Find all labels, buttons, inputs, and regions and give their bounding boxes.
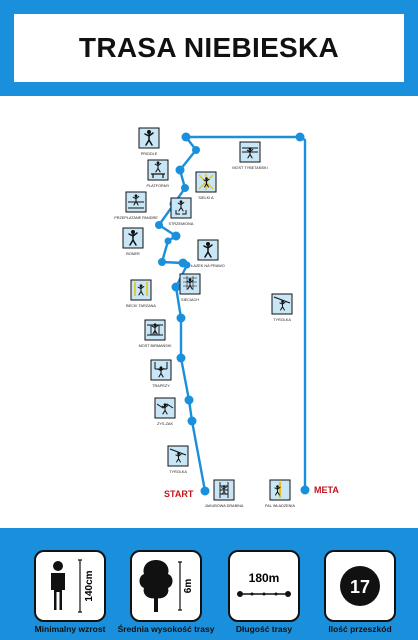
obstacle-label: MOST TYBETAŃSKI	[232, 166, 267, 170]
title-box: TRASA NIEBIESKA	[14, 14, 404, 82]
obstacle-tile: ŁAZEK NA PRAWO	[191, 239, 225, 268]
stat-value: 17	[350, 577, 370, 597]
obstacle-tile: PLATFORMY	[147, 159, 170, 188]
stat-card-height: 140cm	[34, 550, 106, 622]
obstacle-tile: BONER	[122, 227, 144, 256]
stat-label: Ilość przeszkód	[328, 624, 392, 634]
length-icon: 180m	[237, 571, 291, 597]
stat-label: Minimalny wzrost	[34, 624, 106, 634]
obstacle-label: TYROLKA	[273, 318, 291, 322]
obstacle-tile: PRZEPLATANE PANDRE	[114, 191, 158, 220]
obstacle-tile: MOST TYBETAŃSKI	[232, 141, 268, 170]
stat-card-length: 180m	[228, 550, 300, 622]
footer-band: 140cm Minimalny wzrost 6m Średnia wysoko…	[0, 528, 418, 640]
header-band: TRASA NIEBIESKA	[0, 0, 418, 96]
obstacle-tile: MOST BIRMAŃSKI	[139, 319, 172, 348]
person-icon: 140cm	[51, 559, 95, 613]
tree-icon: 6m	[139, 560, 194, 612]
obstacle-tile: STRZEMIONA	[169, 197, 194, 226]
obstacle-label: TYROLKA	[169, 470, 187, 474]
stat-label: Średnia wysokość trasy	[117, 624, 215, 634]
obstacle-tile: PAL WŁADZENIA	[265, 479, 295, 508]
obstacle-label: PRZEPLATANE PANDRE	[114, 216, 158, 220]
obstacle-tile: PRIDDLE	[138, 127, 160, 156]
obstacle-label: SIELKI A	[198, 196, 214, 200]
obstacle-label: TRAPEZY	[152, 384, 170, 388]
obstacle-label: PRIDDLE	[141, 152, 158, 156]
stat-value: 180m	[249, 571, 280, 585]
obstacle-label: ŻYS-ZAK	[157, 421, 174, 426]
stat-label: Długość trasy	[235, 624, 293, 634]
obstacle-tile: SIELKI A	[195, 171, 217, 200]
stat-card-tree-height: 6m	[130, 550, 202, 622]
start-marker: START	[164, 489, 194, 499]
obstacle-label: BONER	[126, 252, 140, 256]
obstacle-tile: ŻYS-ZAK	[154, 397, 176, 426]
obstacle-tile: TYROLKA	[271, 293, 293, 322]
meta-marker: META	[314, 485, 339, 495]
obstacle-label: BECKI TARZANA	[126, 304, 156, 308]
obstacle-tile: TYROLKA	[167, 445, 189, 474]
obstacle-label: PAL WŁADZENIA	[265, 504, 295, 508]
count-icon: 17	[340, 566, 380, 606]
obstacle-label: SIECIACH	[181, 298, 199, 302]
obstacle-label: JAKUBOWA DRABINA	[205, 504, 244, 508]
obstacle-tile: SIECIACH	[179, 273, 201, 302]
stat-card-obstacles: 17	[324, 550, 396, 622]
obstacle-label: PLATFORMY	[147, 184, 170, 188]
obstacle-label: STRZEMIONA	[169, 222, 194, 226]
route-nodes	[155, 132, 310, 496]
obstacle-label: ŁAZEK NA PRAWO	[191, 264, 224, 268]
obstacle-tile: JAKUBOWA DRABINA	[205, 479, 244, 508]
obstacle-tile: TRAPEZY	[150, 359, 172, 388]
stat-value: 140cm	[84, 570, 95, 601]
obstacle-label: MOST BIRMAŃSKI	[139, 344, 172, 348]
stat-value: 6m	[183, 579, 194, 594]
route-map: START META PRIDDLE PLATFORMY PRZEPLATANE…	[114, 127, 339, 508]
page-title: TRASA NIEBIESKA	[78, 32, 340, 63]
obstacle-tile: BECKI TARZANA	[126, 279, 156, 308]
